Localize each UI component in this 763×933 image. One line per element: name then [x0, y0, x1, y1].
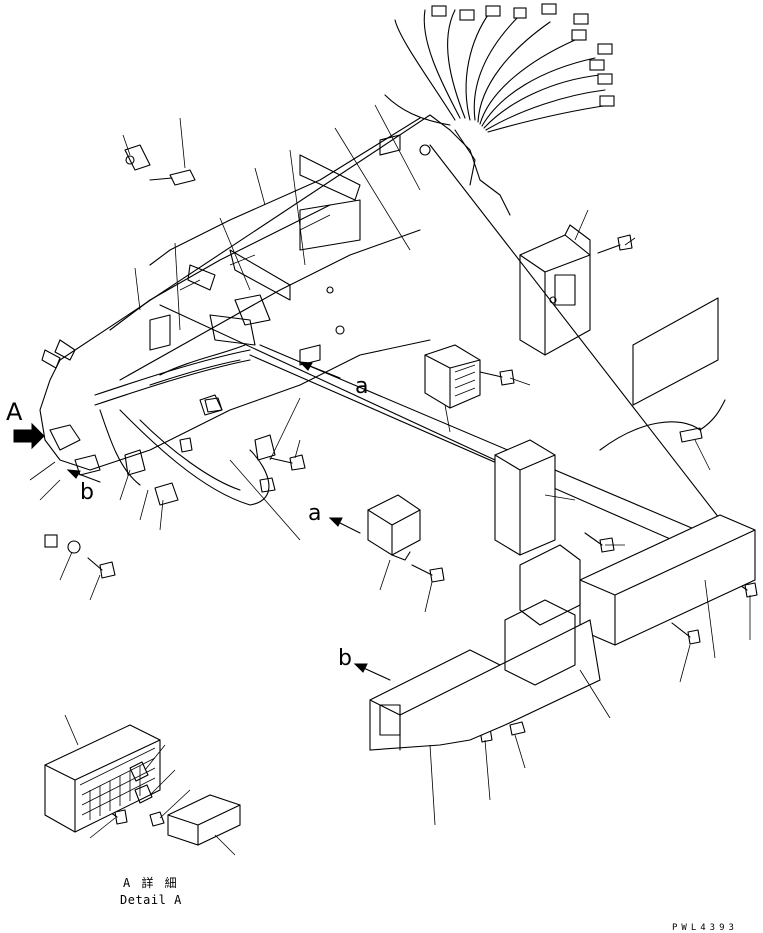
- bolts: [87, 169, 758, 825]
- view-label-b-left: b: [80, 480, 94, 505]
- view-label-a-upper: A: [6, 398, 23, 426]
- detail-caption-japanese: A 詳 細: [123, 876, 179, 890]
- small-parts: [124, 144, 526, 736]
- view-arrow-a: [13, 422, 45, 450]
- drawing-code: PWL4393: [672, 923, 738, 933]
- duct-lower: [369, 544, 601, 751]
- detail-a-assembly: [44, 714, 241, 856]
- long-harness-lines: [159, 144, 741, 553]
- left-harness-cluster: [41, 294, 321, 554]
- controller-box: [519, 224, 591, 356]
- label-plate: [632, 297, 719, 406]
- view-label-a-small-upper: a: [355, 374, 369, 399]
- main-frame-plate: [39, 114, 511, 471]
- duct-center: [494, 439, 556, 556]
- duct-right: [579, 514, 756, 646]
- view-label-b-lower: b: [338, 646, 352, 671]
- leader-lines: [29, 104, 751, 826]
- view-label-a-small-lower: a: [308, 501, 322, 526]
- relay-box-a: [367, 494, 421, 561]
- upper-connectors: [431, 3, 615, 107]
- arrow-a-lower: [328, 517, 361, 534]
- detail-caption-english: Detail A: [120, 893, 182, 907]
- arrow-b-left: [66, 469, 101, 483]
- arrow-b-lower: [353, 663, 391, 681]
- center-module: [424, 344, 481, 409]
- upper-wire-bundle: [384, 9, 611, 186]
